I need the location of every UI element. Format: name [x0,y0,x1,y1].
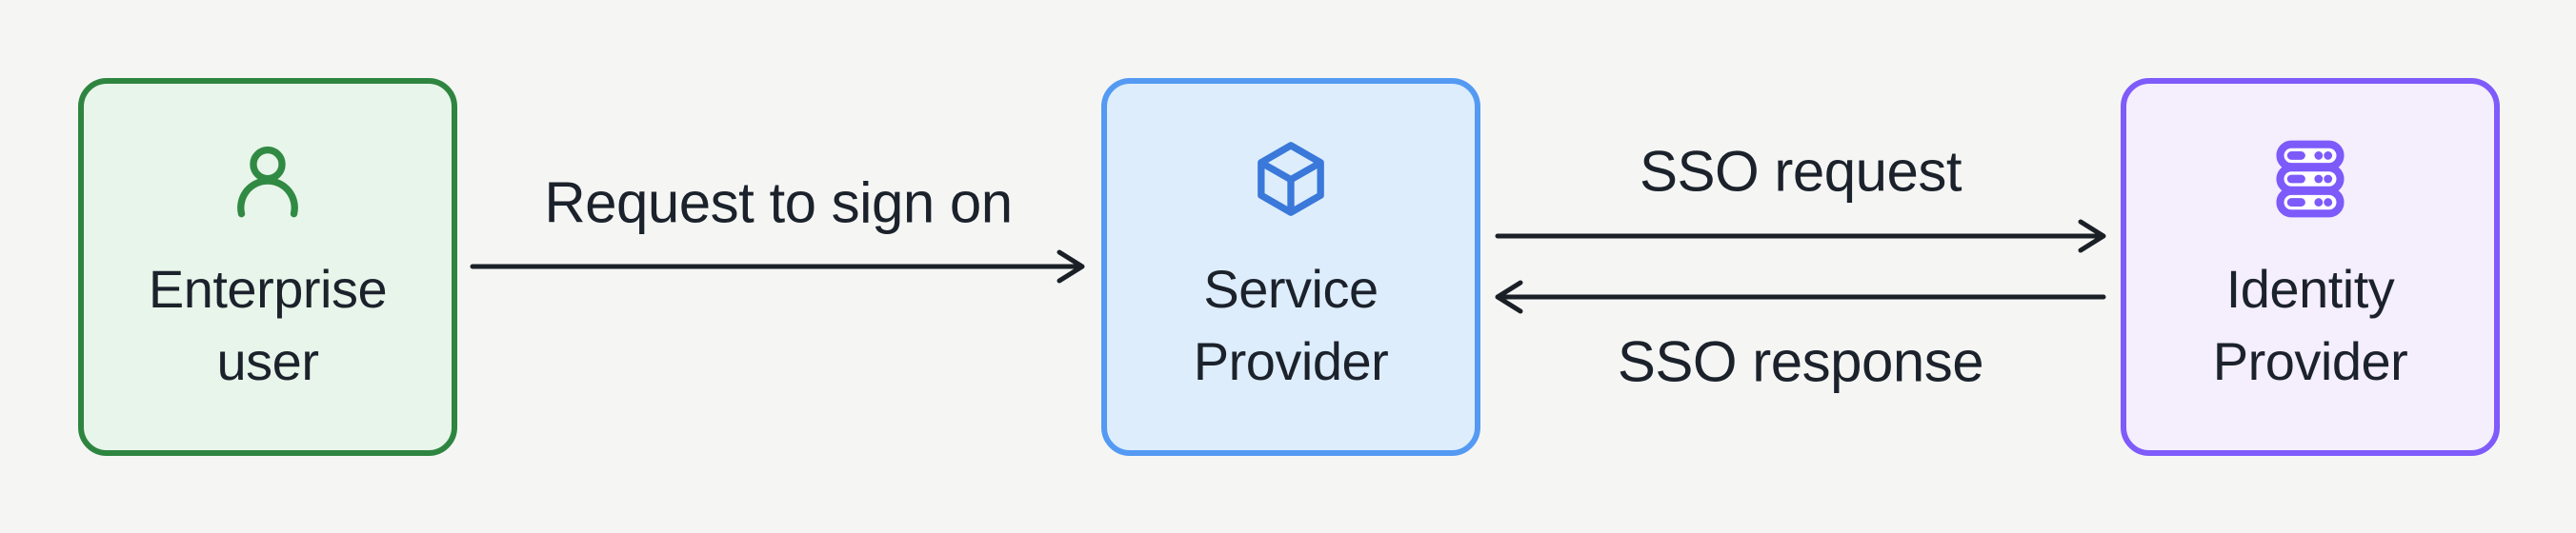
edge-label-sso-response: SSO response [1617,329,1984,394]
edge-label-request-to-sign-on: Request to sign on [544,170,1013,235]
node-label: Enterprise user [148,259,388,391]
arrow-sso-request [1495,219,2106,253]
arrow-sso-response [1495,280,2106,314]
node-label: Service Provider [1193,259,1389,391]
node-label: Identity Provider [2212,259,2408,391]
box-icon [1258,142,1324,217]
node-service-provider: Service Provider [1101,78,1480,456]
node-enterprise-user: Enterprise user [78,78,457,456]
edge-label-sso-request: SSO request [1639,139,1962,204]
server-icon [2276,141,2345,218]
user-icon [237,147,298,218]
arrow-request-to-sign-on [470,249,1085,284]
node-identity-provider: Identity Provider [2121,78,2500,456]
